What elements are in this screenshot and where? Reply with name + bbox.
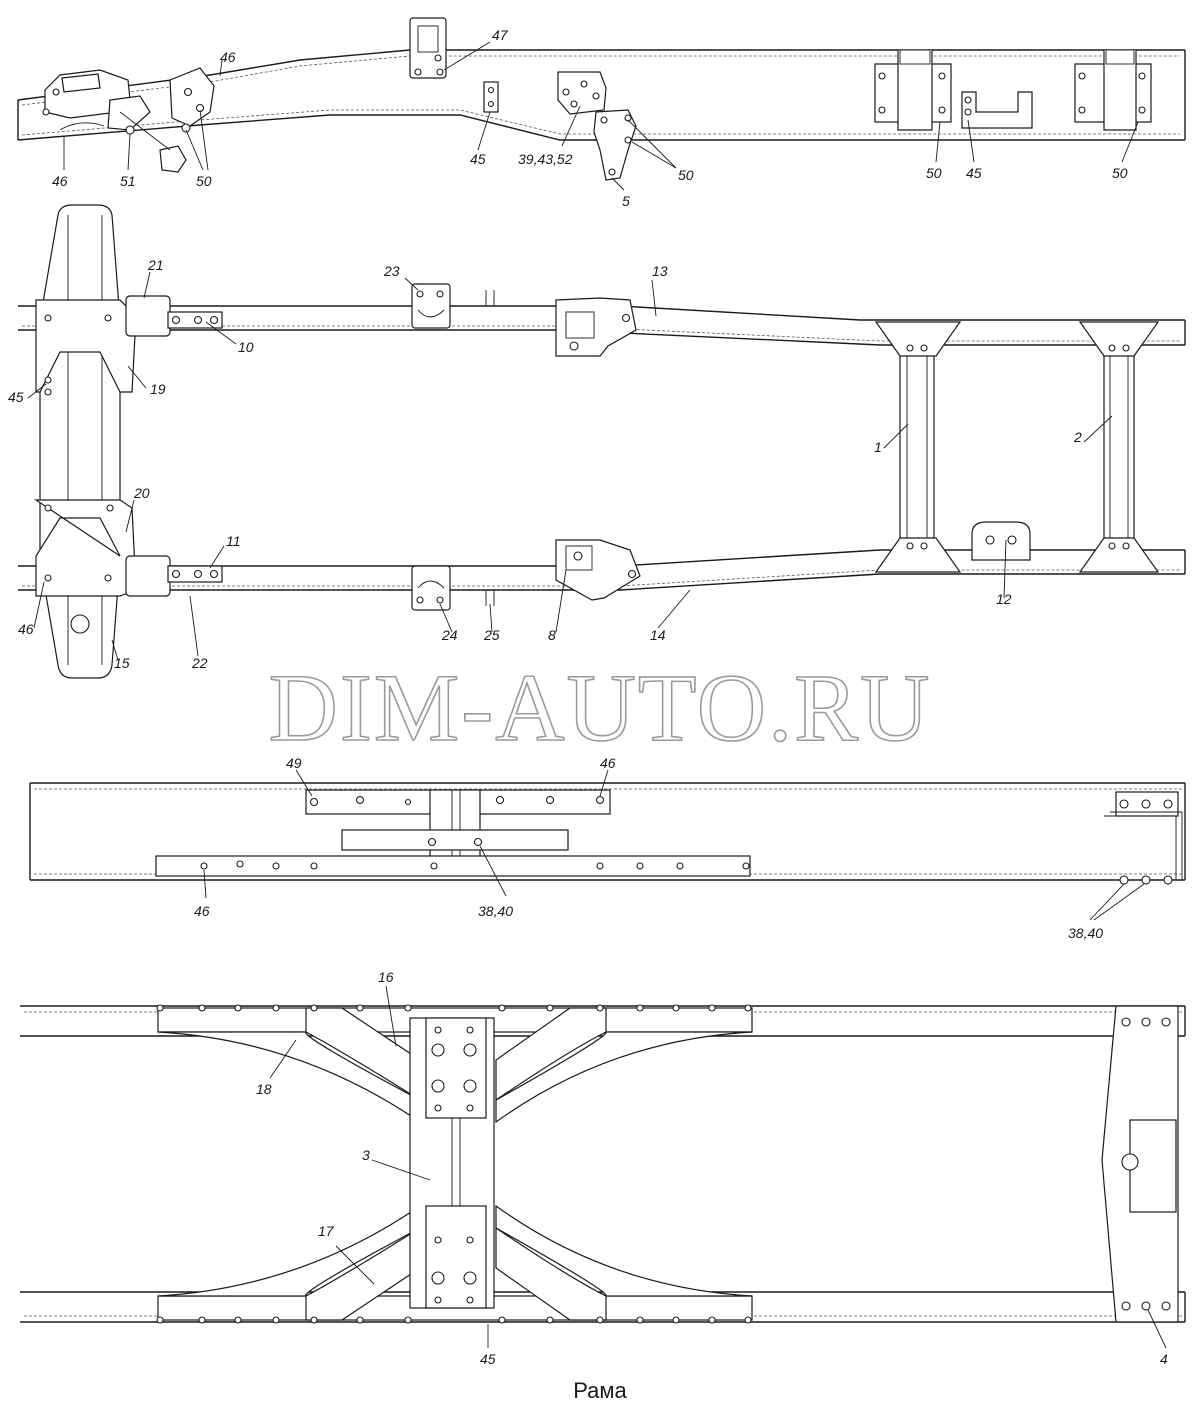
callout-label: 46 — [18, 621, 34, 637]
drawing-caption: Рама — [573, 1378, 627, 1403]
callout-label: 18 — [256, 1081, 272, 1097]
top-view-rear — [20, 985, 1186, 1349]
callout-label: 46 — [194, 903, 210, 919]
callout-label: 22 — [191, 655, 208, 671]
callout-label: 39,43,52 — [518, 151, 573, 167]
callout-label: 46 — [600, 755, 616, 771]
callout-label: 50 — [1112, 165, 1128, 181]
callout-label: 45 — [8, 389, 24, 405]
callout-label: 38,40 — [1068, 925, 1103, 941]
callout-label: 46 — [52, 173, 68, 189]
callout-labels: 46 47 46 51 50 45 39,43,52 50 5 50 45 50… — [8, 27, 1168, 1367]
callout-label: 8 — [548, 627, 556, 643]
side-view-rear — [29, 769, 1186, 921]
callout-label: 19 — [150, 381, 166, 397]
callout-label: 25 — [483, 627, 500, 643]
callout-label: 46 — [220, 49, 236, 65]
callout-label: 12 — [996, 591, 1012, 607]
side-view-front — [17, 17, 1186, 191]
callout-label: 5 — [622, 193, 630, 209]
callout-label: 45 — [480, 1351, 496, 1367]
watermark: DIM-AUTO.RU — [269, 654, 932, 761]
callout-label: 38,40 — [478, 903, 513, 919]
callout-label: 11 — [226, 533, 241, 549]
callout-label: 47 — [492, 27, 509, 43]
callout-label: 4 — [1160, 1351, 1168, 1367]
top-view-front — [18, 204, 1186, 679]
callout-label: 17 — [318, 1223, 335, 1239]
callout-label: 2 — [1073, 429, 1082, 445]
callout-label: 24 — [441, 627, 458, 643]
callout-label: 50 — [926, 165, 942, 181]
callout-label: 49 — [286, 755, 302, 771]
callout-label: 50 — [678, 167, 694, 183]
callout-label: 16 — [378, 969, 394, 985]
callout-label: 14 — [650, 627, 666, 643]
callout-label: 50 — [196, 173, 212, 189]
callout-label: 15 — [114, 655, 130, 671]
callout-label: 20 — [133, 485, 150, 501]
callout-label: 21 — [147, 257, 164, 273]
callout-label: 1 — [874, 439, 882, 455]
callout-label: 23 — [383, 263, 400, 279]
callout-label: 45 — [966, 165, 982, 181]
callout-label: 10 — [238, 339, 254, 355]
callout-label: 45 — [470, 151, 486, 167]
callout-label: 3 — [362, 1147, 370, 1163]
callout-label: 51 — [120, 173, 136, 189]
callout-label: 13 — [652, 263, 668, 279]
